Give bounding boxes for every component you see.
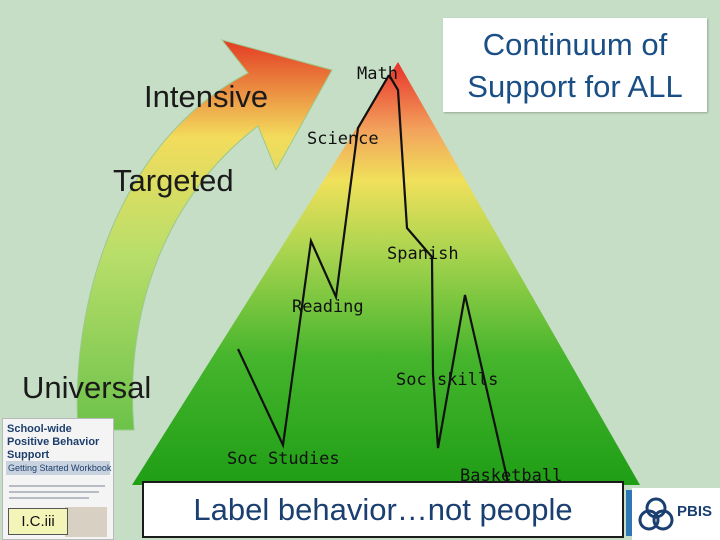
subject-spanish-label: Spanish bbox=[387, 244, 459, 264]
title-box: Continuum of Support for ALL bbox=[443, 18, 707, 112]
workbook-text-line bbox=[9, 497, 89, 499]
workbook-subtitle: Getting Started Workbook bbox=[8, 463, 112, 473]
pbis-logo bbox=[632, 488, 720, 540]
tier-targeted-label: Targeted bbox=[113, 163, 234, 198]
bottom-banner: Label behavior…not people bbox=[142, 481, 624, 538]
subject-math-label: Math bbox=[357, 64, 398, 84]
title-line-1: Continuum of bbox=[482, 27, 668, 62]
pbis-logo-text: PBIS bbox=[677, 503, 713, 520]
pbis-rings-icon bbox=[638, 497, 674, 531]
tier-intensive-label: Intensive bbox=[144, 79, 269, 114]
slide-code-badge: I.C.iii bbox=[8, 508, 68, 535]
workbook-text-line bbox=[9, 491, 99, 493]
title-line-2: Support for ALL bbox=[467, 69, 683, 104]
student-profile-line-left bbox=[237, 74, 390, 449]
tier-universal-label: Universal bbox=[22, 370, 152, 405]
student-profile-line bbox=[388, 74, 510, 501]
workbook-title: School-wide Positive Behavior Support bbox=[7, 423, 100, 461]
banner-text: Label behavior…not people bbox=[193, 492, 573, 527]
subject-soc-skills-label: Soc skills bbox=[396, 370, 499, 390]
workbook-subtitle-bar bbox=[6, 461, 110, 475]
continuum-arrow bbox=[76, 39, 333, 431]
subject-soc-studies-label: Soc Studies bbox=[227, 449, 340, 469]
workbook-photo bbox=[65, 507, 107, 537]
workbook-text-line bbox=[9, 485, 105, 487]
subject-reading-label: Reading bbox=[292, 297, 364, 317]
workbook-cover-image: School-wide Positive Behavior Support Ge… bbox=[2, 418, 114, 540]
subject-science-label: Science bbox=[307, 129, 379, 149]
support-pyramid bbox=[132, 62, 640, 485]
